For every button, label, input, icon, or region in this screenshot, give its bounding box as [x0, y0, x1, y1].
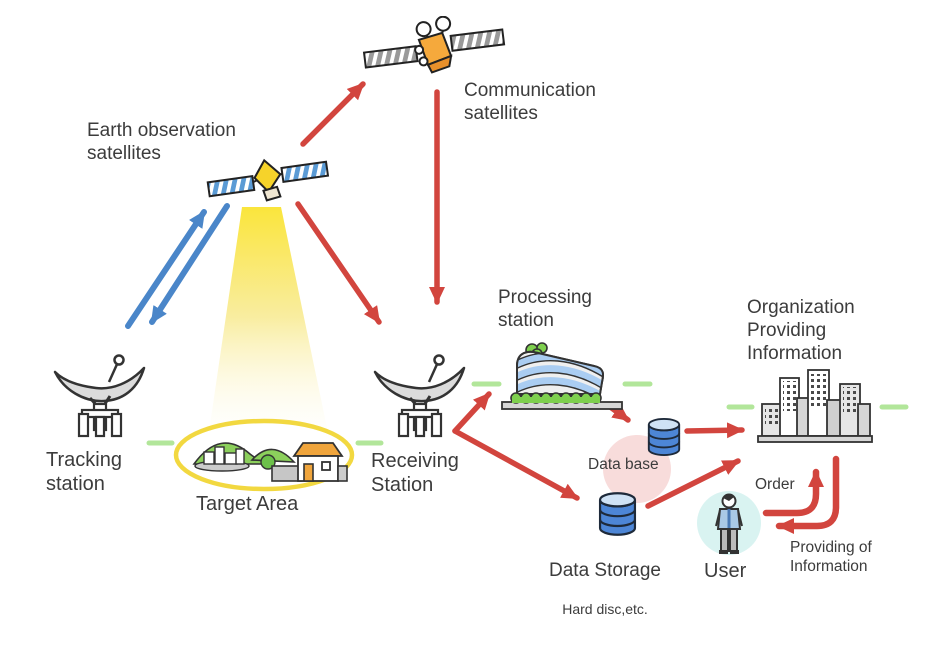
arrow-earthobs-to-tracking: [149, 203, 230, 325]
arrow-receiving-to-storage: [452, 428, 580, 501]
arrow-database-to-organization: [684, 422, 745, 439]
arrow-user-order: [762, 468, 824, 517]
earth-observation-satellites-label: Earth observation satellites: [87, 120, 236, 165]
user-icon: [697, 491, 761, 555]
tracking-station-label: Tracking station: [46, 449, 122, 496]
data-storage-label: Data Storage: [549, 559, 661, 581]
organization-label: Organization Providing Information: [747, 297, 855, 365]
data-base-label: Data base: [588, 456, 659, 473]
organization-buildings-icon: [757, 369, 873, 443]
light-beam: [206, 207, 332, 452]
arrow-providing-information: [775, 455, 840, 534]
processing-station-icon: [501, 342, 623, 410]
earth-observation-satellite-icon: [206, 158, 330, 202]
arrow-earthobs-to-receiving: [295, 201, 382, 325]
arrow-storage-to-organization: [645, 458, 741, 509]
receiving-station-icon: [373, 354, 466, 438]
processing-station-label: Processing station: [498, 287, 592, 332]
target-area-icon: [173, 418, 355, 492]
data-storage-icon: [598, 492, 637, 536]
green-dashes: [146, 381, 909, 446]
communication-satellites-label: Communication satellites: [464, 80, 596, 125]
communication-satellite-icon: [362, 16, 506, 74]
arrow-receiving-to-processing: [452, 391, 492, 434]
user-label: User: [704, 560, 747, 582]
order-label: Order: [755, 476, 795, 493]
providing-of-information-label: Providing of Information: [790, 539, 872, 575]
receiving-station-label: Receiving Station: [371, 450, 459, 497]
arrow-tracking-to-earthobs: [125, 209, 207, 329]
arrow-earthobs-to-comsat: [300, 81, 366, 147]
target-area-label: Target Area: [196, 493, 299, 515]
tracking-station-icon: [53, 354, 146, 438]
data-storage-label-block: Data Storage Hard disc,etc.: [540, 539, 670, 638]
data-storage-sublabel: Hard disc,etc.: [562, 601, 648, 618]
database-icon: [647, 418, 681, 456]
